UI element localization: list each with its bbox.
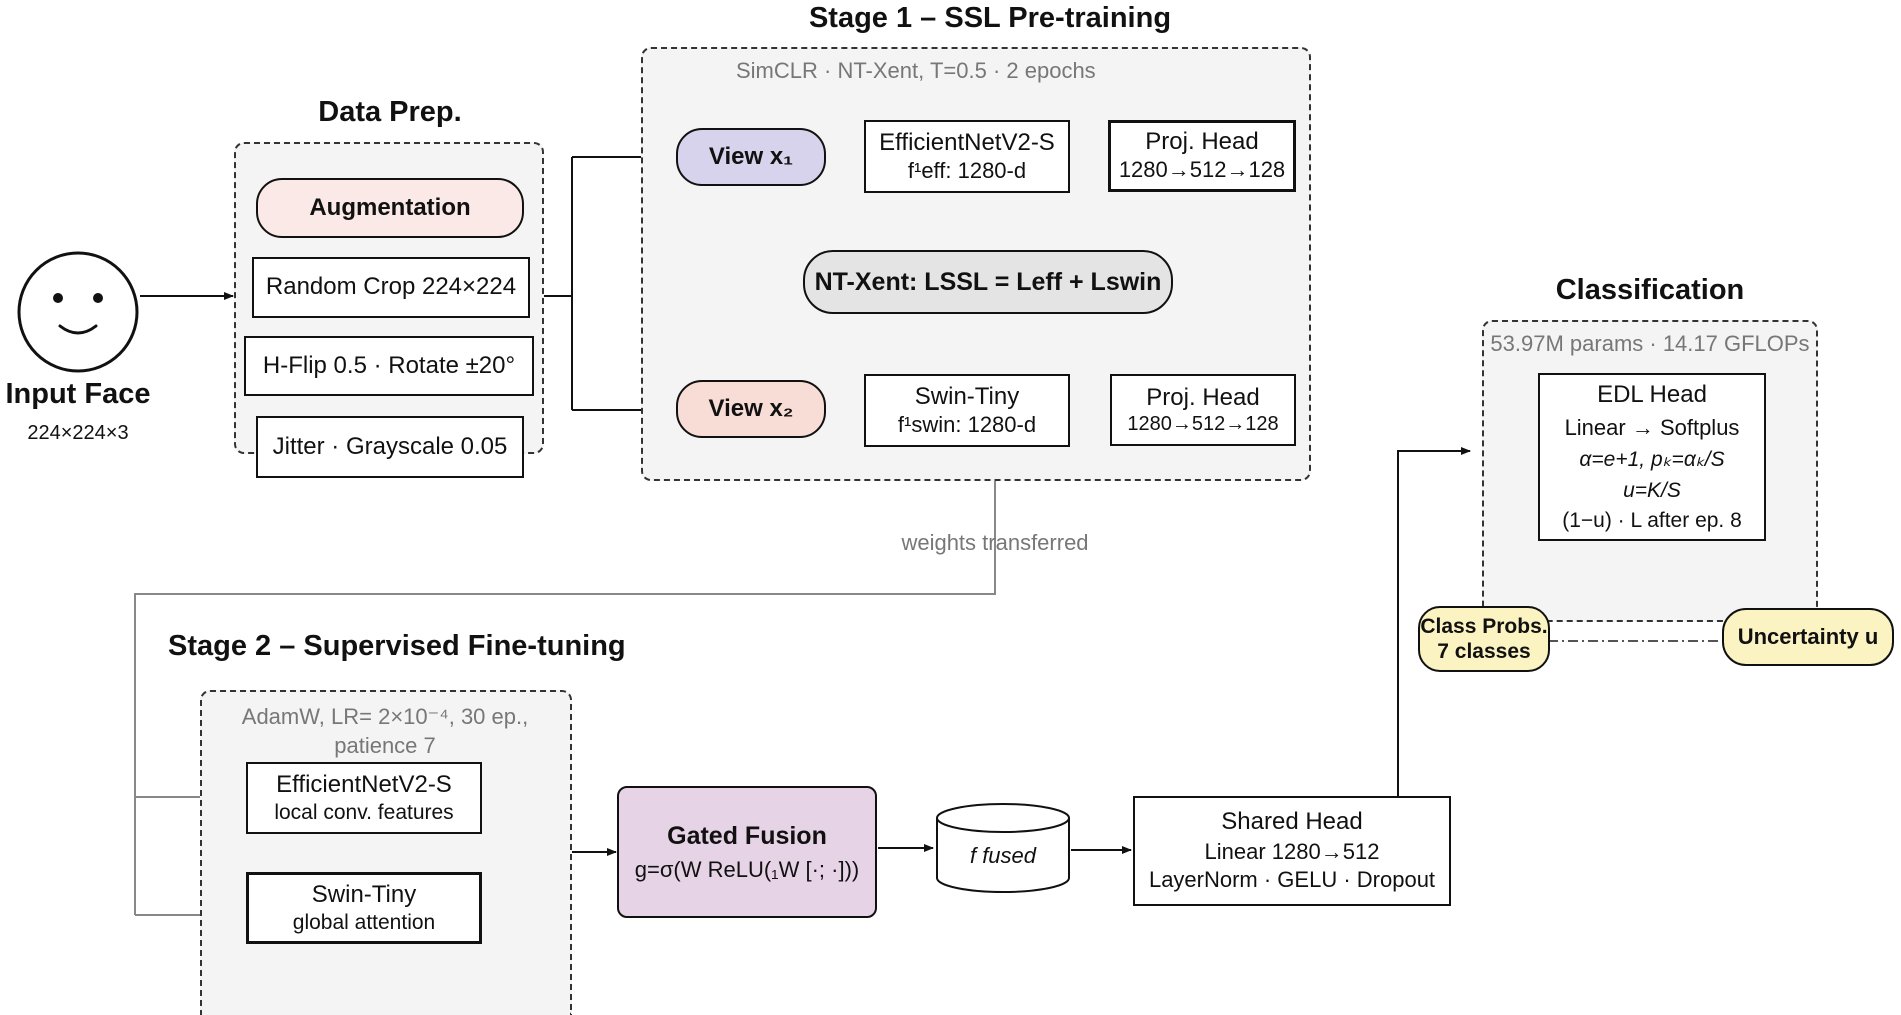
proj-head-1-title: Proj. Head: [1145, 128, 1259, 156]
stage2-subtitle-line1: AdamW, LR= 2×10⁻⁴, 30 ep.,: [241, 704, 529, 729]
weights-transferred-label: weights transferred: [901, 530, 1089, 555]
classification-title: Classification: [1555, 273, 1745, 306]
fused-feature-cylinder: [935, 802, 1071, 894]
proj-head-2-title: Proj. Head: [1146, 383, 1260, 411]
data-prep-title: Data Prep.: [318, 95, 462, 128]
shared-head-title: Shared Head: [1221, 808, 1363, 836]
stage1-swin-box: Swin-Tiny f¹swin: 1280-d: [864, 374, 1070, 447]
gated-fusion-title: Gated Fusion: [667, 821, 827, 850]
nt-xent-loss: NT-Xent: LSSL = Leff + Lswin: [803, 250, 1173, 314]
stage2-eff-desc: local conv. features: [274, 800, 454, 824]
edl-head-line1: Linear → Softplus: [1564, 414, 1740, 440]
stage2-eff-name: EfficientNetV2-S: [276, 771, 452, 798]
arrow-shared-to-edl: [1397, 447, 1471, 796]
proj-head-2-dims: 1280→512→128: [1127, 413, 1279, 436]
class-probs-output: Class Probs. 7 classes: [1418, 606, 1550, 672]
stage1-swin-name: Swin-Tiny: [914, 382, 1020, 410]
shared-head-box: Shared Head Linear 1280→512 LayerNorm · …: [1133, 796, 1451, 906]
stage1-subtitle: SimCLR · NT-Xent, T=0.5 · 2 epochs: [736, 58, 1096, 83]
jitter-grayscale-step: Jitter · Grayscale 0.05: [256, 416, 524, 478]
stage2-subtitle-line2: patience 7: [334, 733, 436, 758]
random-crop-step: Random Crop 224×224: [252, 257, 530, 318]
edl-head-title: EDL Head: [1597, 380, 1707, 408]
stage2-panel: [200, 690, 572, 1015]
input-size: 224×224×3: [27, 421, 129, 444]
stage2-efficientnet-box: EfficientNetV2-S local conv. features: [246, 762, 482, 834]
edl-head-box: EDL Head Linear → Softplus α=e+1, pₖ=αₖ/…: [1538, 373, 1766, 541]
proj-head-1: Proj. Head 1280→512→128: [1108, 120, 1296, 192]
proj-head-1-dims: 1280→512→128: [1118, 157, 1286, 183]
shared-head-line2: LayerNorm · GELU · Dropout: [1148, 867, 1436, 893]
edl-head-line4: (1−u) · L after ep. 8: [1562, 509, 1742, 533]
input-title: Input Face: [5, 377, 151, 410]
stage1-title: Stage 1 – SSL Pre-training: [808, 1, 1172, 34]
stage1-swin-feature: f¹swin: 1280-d: [897, 411, 1037, 437]
gated-fusion-box: Gated Fusion g=σ(W ReLU(₁W [·; ·])): [617, 786, 877, 918]
arrow-prep-branch: [543, 157, 573, 410]
edl-head-line3: u=K/S: [1623, 478, 1681, 502]
class-probs-line2: 7 classes: [1437, 640, 1531, 663]
shared-head-line1: Linear 1280→512: [1204, 839, 1380, 864]
stage2-swin-name: Swin-Tiny: [311, 881, 417, 908]
edl-head-line2: α=e+1, pₖ=αₖ/S: [1579, 447, 1725, 471]
stage2-title: Stage 2 – Supervised Fine-tuning: [168, 630, 626, 662]
stage1-efficientnet-box: EfficientNetV2-S f¹eff: 1280-d: [864, 120, 1070, 193]
weights-transfer-line: [134, 480, 996, 915]
view2-node: View x₂: [676, 380, 826, 438]
face-icon: [16, 250, 140, 374]
proj-head-2: Proj. Head 1280→512→128: [1110, 374, 1296, 446]
class-probs-line1: Class Probs.: [1420, 614, 1548, 638]
stage1-eff-feature: f¹eff: 1280-d: [907, 157, 1027, 183]
view1-node: View x₁: [676, 128, 826, 186]
gated-fusion-formula: g=σ(W ReLU(₁W [·; ·])): [634, 856, 860, 882]
stage1-eff-name: EfficientNetV2-S: [879, 128, 1055, 156]
stage2-swin-desc: global attention: [292, 910, 436, 934]
uncertainty-output: Uncertainty u: [1722, 608, 1894, 666]
flip-rotate-step: H-Flip 0.5 · Rotate ±20°: [244, 336, 534, 396]
classification-subtitle: 53.97M params · 14.17 GFLOPs: [1490, 331, 1810, 356]
stage2-swin-box: Swin-Tiny global attention: [246, 872, 482, 944]
augmentation-label: Augmentation: [256, 178, 524, 238]
fused-feature-label: f fused: [969, 843, 1037, 868]
